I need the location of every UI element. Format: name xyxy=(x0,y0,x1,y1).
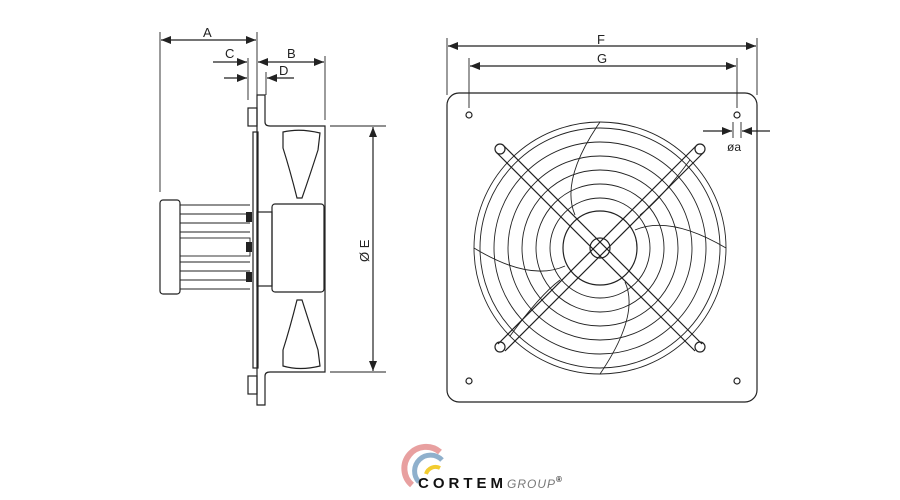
mounting-plate xyxy=(446,92,758,403)
logo-name: CORTEM xyxy=(418,475,507,492)
label-c: C xyxy=(225,46,234,61)
label-e: Ø E xyxy=(357,239,372,262)
label-f: F xyxy=(597,32,605,47)
logo-registered: ® xyxy=(556,475,562,484)
label-g: G xyxy=(597,51,607,66)
motor xyxy=(159,199,181,295)
logo-group: GROUP xyxy=(507,477,557,491)
label-a-hole: øa xyxy=(727,140,741,154)
front-view xyxy=(446,38,770,403)
label-d: D xyxy=(279,63,288,78)
fan-guard xyxy=(473,121,727,375)
cortem-logo-icon xyxy=(401,443,444,488)
side-view xyxy=(159,32,386,406)
cortem-logo: CORTEMGROUP® xyxy=(418,475,562,492)
hub xyxy=(562,210,638,286)
label-b: B xyxy=(287,46,296,61)
label-a: A xyxy=(203,25,212,40)
